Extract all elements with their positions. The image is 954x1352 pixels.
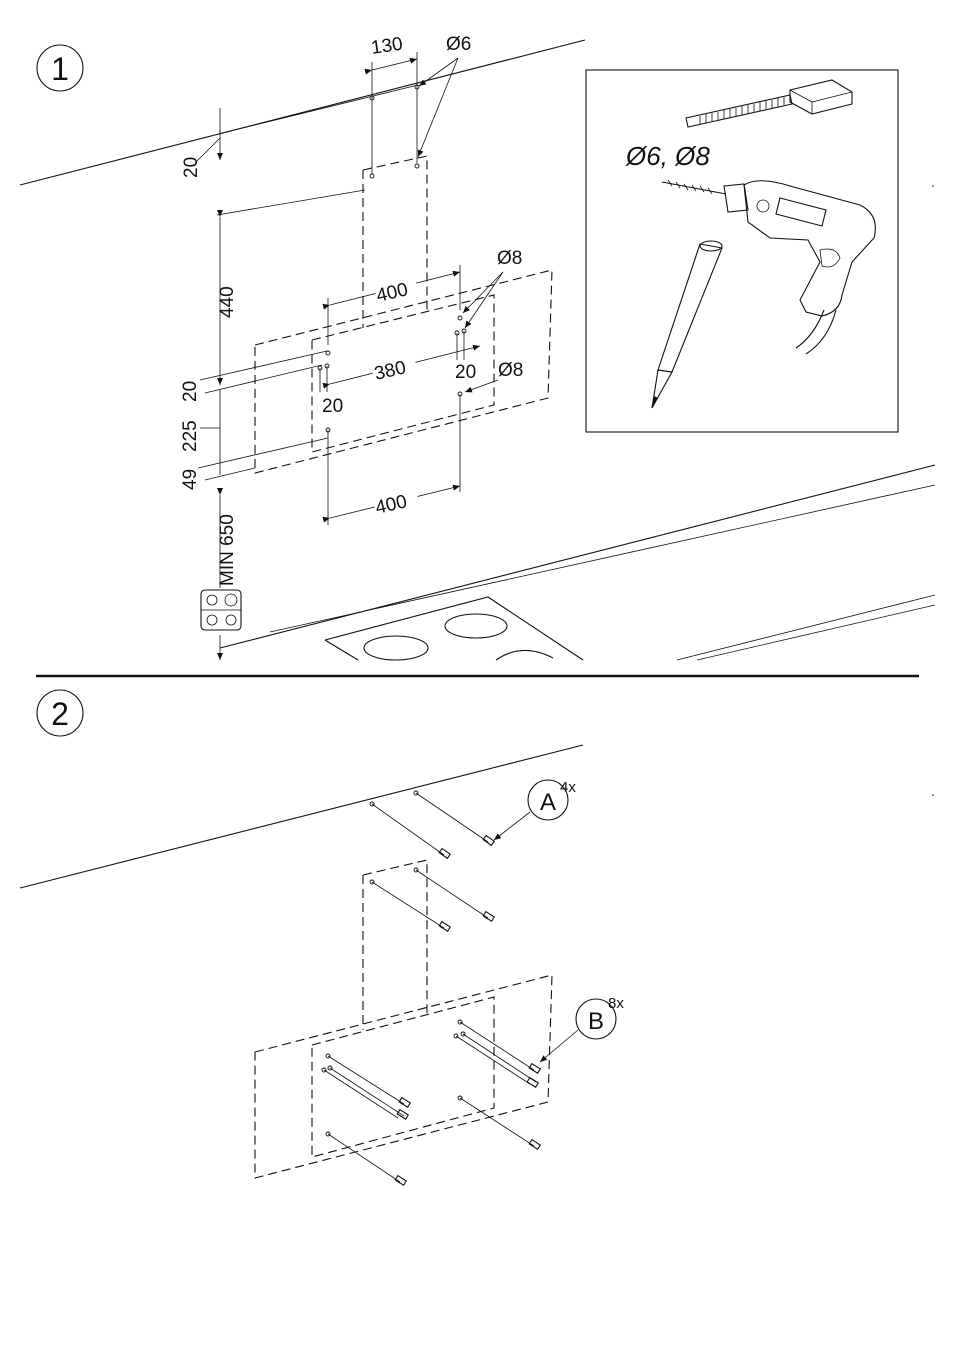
hood-inner-outline — [311, 294, 495, 453]
callout-b-qty: 8x — [608, 995, 624, 1012]
dim-phi8-top: Ø8 — [497, 248, 522, 269]
step2-number: 2 — [51, 696, 69, 732]
dim-20-left: 20 — [322, 396, 343, 417]
callout-b: B 8x — [539, 995, 624, 1063]
cooktop — [324, 596, 584, 661]
worktop-edge — [219, 464, 936, 649]
dim-130: 130 — [370, 34, 404, 59]
pencil-icon — [651, 240, 723, 409]
top-hole-line — [221, 84, 419, 134]
dim-20-right: 20 — [455, 362, 476, 383]
wall-plugs-chimney — [369, 867, 496, 933]
wall-plugs-hood — [321, 1019, 542, 1187]
callout-a-letter: A — [540, 789, 556, 816]
drill-sizes-label: Ø6, Ø8 — [625, 141, 710, 171]
step1-number-badge: 1 — [36, 44, 84, 92]
drill-icon — [661, 179, 876, 355]
dim-225: 225 — [180, 420, 201, 452]
dim-min-650: MIN 650 — [217, 514, 238, 586]
tools-box: Ø6, Ø8 — [585, 69, 899, 433]
dim-phi8-mid: Ø8 — [498, 360, 523, 381]
callout-b-letter: B — [588, 1008, 604, 1035]
step1-panel: 1 130 Ø6 20 440 — [19, 34, 936, 661]
wall-plugs-top — [369, 790, 496, 860]
step1-number: 1 — [51, 51, 69, 87]
ceiling-line-step2 — [19, 744, 584, 889]
dim-20-vertical: 20 — [180, 381, 201, 402]
chimney-upper-outline — [362, 155, 428, 310]
callout-a-qty: 4x — [560, 779, 576, 796]
dim-20-top: 20 — [181, 157, 202, 178]
step2-number-badge: 2 — [36, 689, 84, 737]
step2-panel: 2 A 4x — [19, 689, 624, 1187]
ceiling-line — [19, 39, 586, 186]
tape-measure-icon — [685, 79, 853, 128]
dim-phi6: Ø6 — [446, 34, 471, 55]
dim-440: 440 — [217, 286, 238, 318]
dim-49: 49 — [180, 469, 201, 490]
callout-a: A 4x — [493, 779, 576, 841]
hob-icon — [200, 589, 242, 631]
